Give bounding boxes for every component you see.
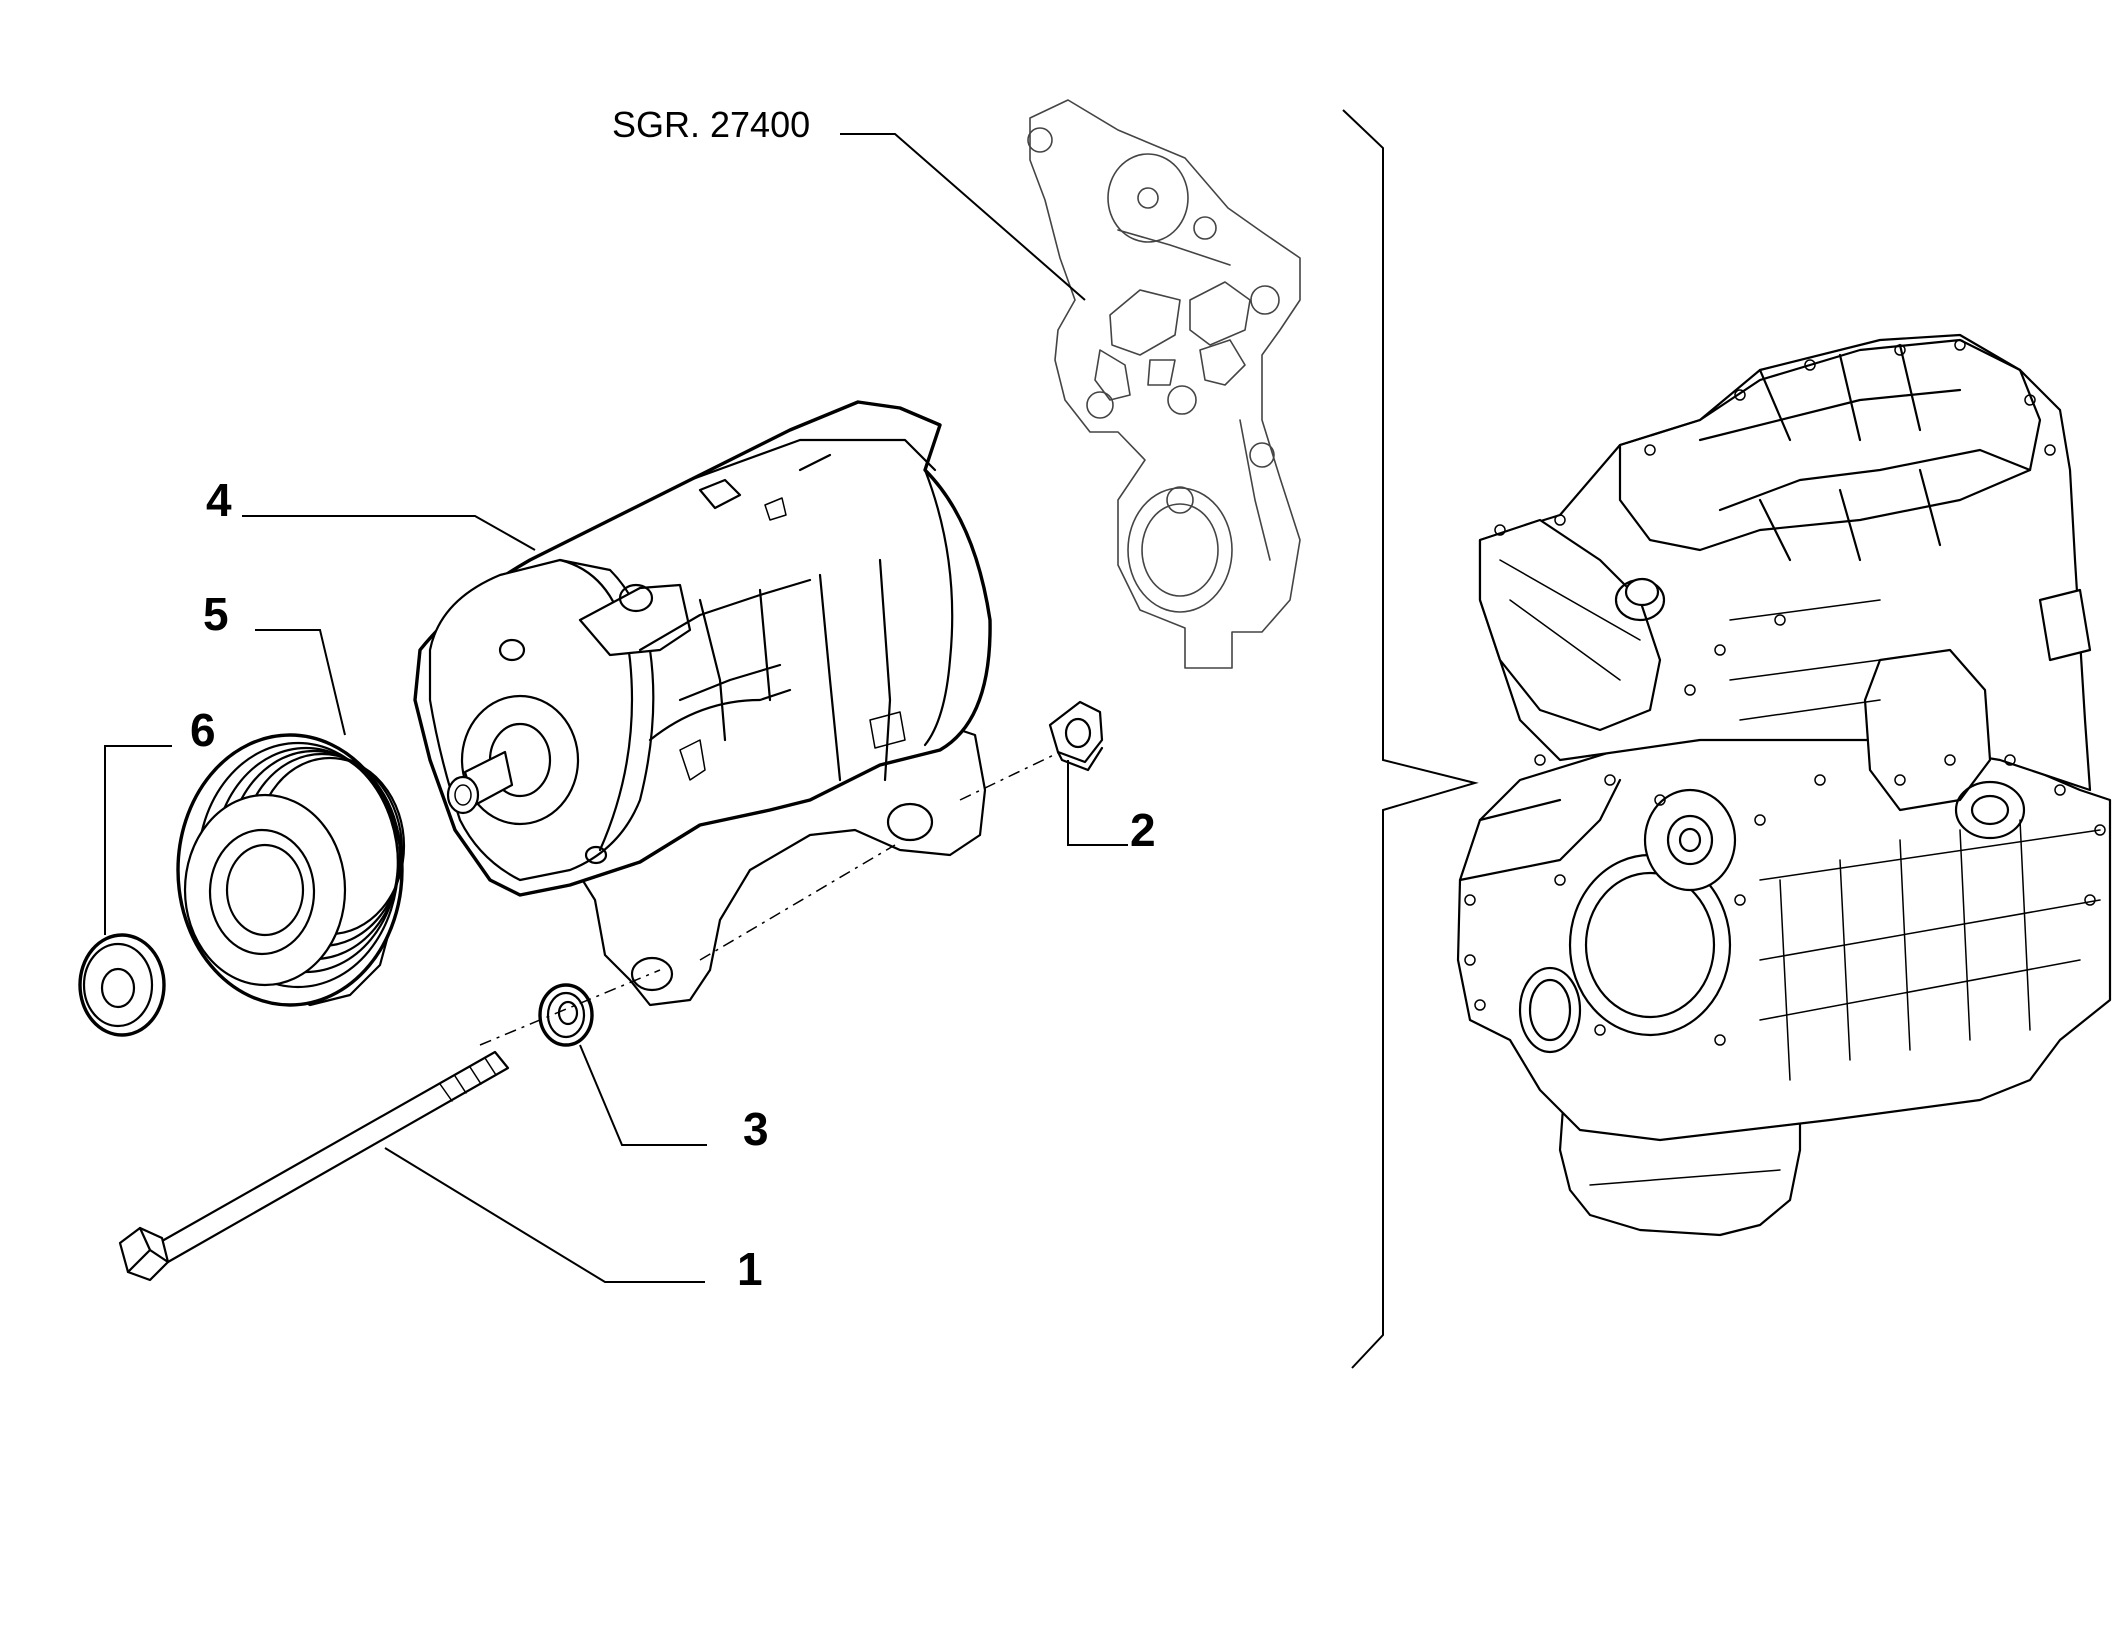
callout-2: 2 xyxy=(1130,804,1156,856)
mounting-bracket xyxy=(1027,99,1301,669)
overview-bracket xyxy=(1342,109,1479,1369)
bolt-icon xyxy=(118,1050,510,1282)
callout-5: 5 xyxy=(203,588,229,640)
assembly-axis xyxy=(479,751,1061,1046)
nut-icon xyxy=(1048,700,1104,772)
washer-6-icon xyxy=(78,933,166,1037)
reference-label: SGR. 27400 xyxy=(612,104,810,145)
leader-lines xyxy=(104,133,1128,1283)
callout-6: 6 xyxy=(190,704,216,756)
alternator-icon xyxy=(413,400,992,1007)
callout-3: 3 xyxy=(743,1103,769,1155)
callout-4: 4 xyxy=(206,474,232,526)
washer-3-icon xyxy=(538,983,594,1047)
engine-icon xyxy=(1456,333,2112,1237)
pulley-icon xyxy=(176,733,406,1007)
callout-1: 1 xyxy=(737,1243,763,1295)
